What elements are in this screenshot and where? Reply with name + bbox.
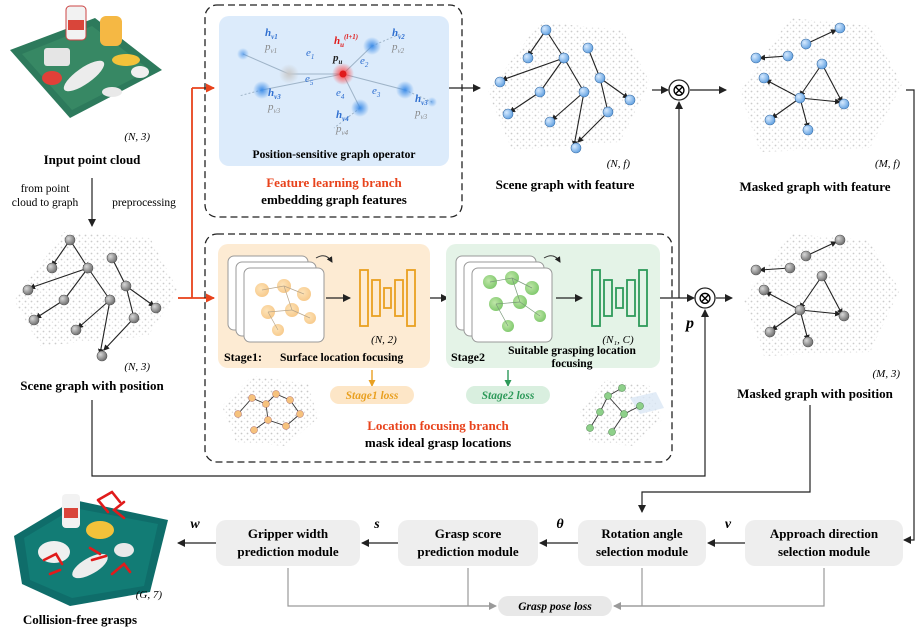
stage1-loss: Stage1 loss: [346, 390, 399, 402]
stage1-dim: (N, 2): [371, 334, 397, 346]
location-branch-title: Location focusing branch: [367, 418, 509, 433]
operator-symbols: hv1 pv1 e1 hu(l+1) pu hv2 pv2 e2 e5 e4 e…: [264, 27, 428, 137]
mask-multiply-bottom: [694, 287, 716, 309]
output-grasps-image: [14, 490, 168, 606]
svg-text:e5: e5: [305, 73, 314, 87]
svg-text:pv4: pv4: [335, 123, 349, 137]
gripper-module: [216, 520, 360, 566]
loss-label: Grasp pose loss: [518, 601, 592, 613]
stage1-loss-badge: [330, 386, 414, 404]
score-line-1: Grasp score: [435, 526, 502, 541]
edge-left-2: cloud to graph: [12, 197, 79, 209]
stage2-feature-maps: [455, 255, 583, 343]
feature-branch-box: [204, 4, 463, 218]
svg-text:e2: e2: [360, 55, 369, 69]
operator-panel: [219, 16, 449, 166]
mask-p-connections: [660, 101, 695, 302]
symbol-theta: θ: [556, 517, 564, 532]
position-to-rotation-arrow: [638, 405, 811, 513]
output-label: Collision-free grasps: [23, 612, 137, 627]
location-branch-box: [204, 233, 673, 463]
score-module: [398, 520, 538, 566]
gripper-line-1: Gripper width: [248, 526, 329, 541]
stage2-label: Stage2: [451, 350, 485, 364]
svg-text:e3: e3: [372, 85, 381, 99]
masked-feat-dim: (M, f): [875, 158, 900, 170]
output-dim: (G, 7): [136, 589, 163, 601]
rotation-line-2: selection module: [596, 544, 688, 559]
svg-text:pv3: pv3: [267, 101, 281, 115]
scene-pos-label: Scene graph with position: [20, 378, 164, 393]
edge-left-1: from point: [21, 183, 71, 195]
input-dim: (N, 3): [124, 131, 150, 143]
masked-pos-dim: (M, 3): [873, 368, 901, 380]
masked-graph-position: [744, 234, 900, 356]
loss-connectors: [287, 568, 825, 607]
masked-feat-label: Masked graph with feature: [739, 179, 890, 194]
approach-line-2: selection module: [778, 544, 870, 559]
svg-text:pv3: pv3: [414, 107, 428, 121]
stage1-encoder-decoder: [359, 269, 416, 327]
p-symbol: p: [684, 315, 694, 332]
stage2-loss-badge: [466, 386, 550, 404]
feature-to-approach-arrow: [903, 89, 915, 544]
approach-line-1: Approach direction: [770, 526, 879, 541]
scene-pos-dim: (N, 3): [124, 361, 150, 373]
symbol-w: w: [190, 517, 200, 532]
scene-graph-feature: [488, 22, 650, 154]
feature-branch-subtitle: embedding graph features: [261, 192, 407, 207]
svg-text:e4: e4: [336, 87, 345, 101]
svg-text:pv2: pv2: [391, 41, 405, 55]
stage1-result-image: [222, 376, 318, 446]
rotation-module: [578, 520, 706, 566]
branch-split-arrow: [178, 83, 215, 303]
loss-badge: [498, 596, 612, 616]
svg-text:pv1: pv1: [264, 41, 277, 55]
svg-text:pu: pu: [332, 52, 343, 66]
input-label: Input point cloud: [44, 152, 142, 167]
masked-pos-label: Masked graph with position: [737, 386, 893, 401]
rotation-line-1: Rotation angle: [601, 526, 682, 541]
approach-module: [745, 520, 903, 566]
svg-text:hv2: hv2: [392, 27, 405, 41]
operator-graph: [237, 33, 437, 129]
stage2-desc-1: Suitable grasping location: [508, 345, 636, 357]
score-line-2: prediction module: [417, 544, 518, 559]
scene-feat-label: Scene graph with feature: [496, 177, 635, 192]
svg-text:hv4: hv4: [336, 109, 349, 123]
symbol-s: s: [373, 517, 380, 532]
stage2-loss: Stage2 loss: [482, 390, 535, 402]
position-to-mask-arrow: [91, 309, 709, 477]
masked-graph-feature: [740, 18, 902, 152]
scene-feat-dim: (N, f): [607, 158, 631, 170]
svg-text:e1: e1: [306, 47, 314, 61]
svg-text:hu(l+1): hu(l+1): [334, 33, 358, 49]
location-branch-subtitle: mask ideal grasp locations: [365, 435, 511, 450]
stage1-feature-maps: [227, 255, 351, 343]
symbol-v: v: [725, 517, 732, 532]
stage2-desc-2: focusing: [552, 358, 593, 370]
svg-text:hv3: hv3: [415, 93, 428, 107]
svg-text:hv1: hv1: [265, 27, 278, 41]
scene-graph-position: [14, 232, 178, 362]
stage2-dim: (N₁, C): [602, 334, 634, 346]
input-point-cloud-image: [10, 5, 162, 118]
edge-right: preprocessing: [112, 197, 176, 209]
gripper-line-2: prediction module: [237, 544, 338, 559]
svg-text:hv3: hv3: [268, 87, 281, 101]
feature-branch-title: Feature learning branch: [266, 175, 402, 190]
mask-multiply-top: [668, 79, 690, 101]
stage2-encoder-decoder: [591, 269, 648, 327]
stage1-label: Stage1:: [224, 350, 262, 364]
otimes-bottom: ⊗: [697, 288, 712, 308]
stage1-desc: Surface location focusing: [280, 352, 404, 364]
stage2-result-image: [580, 380, 664, 446]
operator-label: Position-sensitive graph operator: [253, 149, 416, 161]
otimes-top: ⊗: [671, 80, 686, 100]
